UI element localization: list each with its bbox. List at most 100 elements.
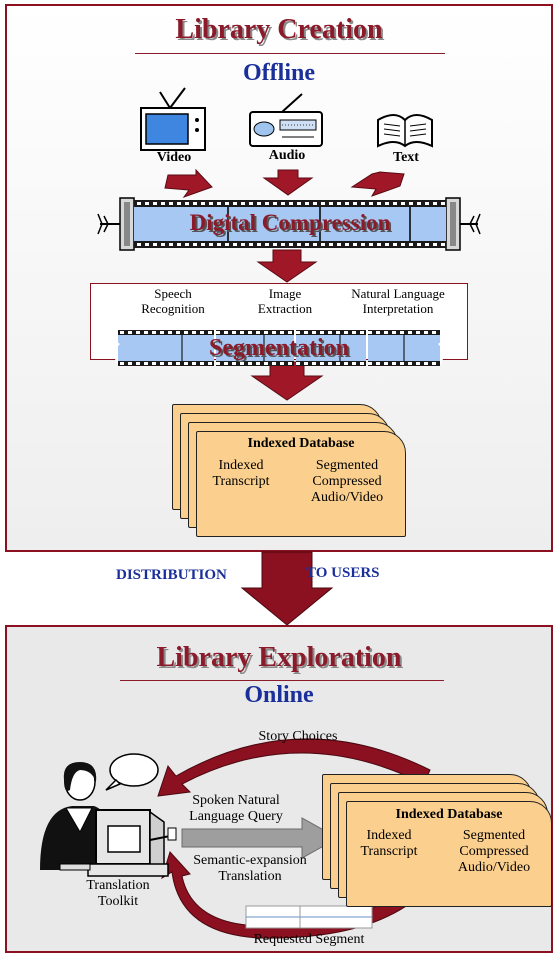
film-sprocket-hole: [369, 202, 373, 205]
film-sprocket-hole: [153, 243, 157, 246]
film-sprocket-hole: [289, 243, 293, 246]
film-sprocket-hole: [368, 331, 372, 334]
film-sprocket-hole: [369, 243, 373, 246]
video-label: Video: [156, 150, 192, 165]
requested-segment-film: [245, 905, 373, 929]
film-sprocket-hole: [249, 243, 253, 246]
film-sprocket-hole: [184, 362, 188, 365]
text-label: Text: [393, 150, 419, 165]
user-at-computer-icon: [40, 753, 177, 877]
story-choices-arrow: [157, 738, 431, 797]
film-sprocket-hole: [120, 362, 124, 365]
query-label: Spoken Natural Language Query: [189, 793, 283, 824]
film-sprocket-hole: [257, 243, 261, 246]
film-sprocket-hole: [240, 362, 244, 365]
film-sprocket-hole: [336, 331, 340, 334]
film-sprocket-hole: [120, 331, 124, 334]
book-icon: [377, 114, 433, 148]
film-sprocket-hole: [201, 243, 205, 246]
video-arrow: [164, 168, 213, 199]
film-sprocket-hole: [321, 243, 325, 246]
film-sprocket-hole: [145, 202, 149, 205]
film-sprocket-hole: [144, 362, 148, 365]
film-sprocket-hole: [288, 362, 292, 365]
film-sprocket-hole: [417, 202, 421, 205]
film-sprocket-hole: [361, 202, 365, 205]
online-label: Online: [244, 682, 314, 708]
compression-down-arrow: [256, 249, 318, 283]
film-sprocket-hole: [296, 331, 300, 334]
audio-label: Audio: [268, 148, 306, 163]
film-sprocket-hole: [353, 243, 357, 246]
film-sprocket-hole: [160, 331, 164, 334]
semantic-expansion-label: Semantic-expansion Translation: [193, 853, 307, 884]
film-sprocket-hole: [368, 362, 372, 365]
film-sprocket-hole: [433, 202, 437, 205]
film-sprocket-hole: [233, 243, 237, 246]
film-sprocket-hole: [384, 331, 388, 334]
film-sprocket-hole: [265, 243, 269, 246]
film-sprocket-hole: [417, 243, 421, 246]
film-sprocket-hole: [256, 362, 260, 365]
film-sprocket-hole: [216, 362, 220, 365]
text-arrow: [350, 171, 405, 197]
database-indexed-transcript: Indexed Transcript: [212, 458, 270, 489]
film-sprocket-hole: [209, 202, 213, 205]
film-sprocket-hole: [441, 243, 445, 246]
film-sprocket-hole: [321, 202, 325, 205]
film-sprocket-hole: [409, 243, 413, 246]
film-sprocket-hole: [409, 202, 413, 205]
film-sprocket-hole: [217, 202, 221, 205]
film-sprocket-hole: [425, 202, 429, 205]
film-sprocket-hole: [432, 362, 436, 365]
film-sprocket-hole: [241, 243, 245, 246]
film-sprocket-hole: [416, 331, 420, 334]
film-sprocket-hole: [385, 202, 389, 205]
film-sprocket-hole: [137, 202, 141, 205]
digital-compression-label: Digital Compression: [189, 210, 391, 235]
film-sprocket-hole: [168, 331, 172, 334]
library-exploration-title: Library Exploration: [156, 642, 402, 673]
online-database-indexed-transcript: Indexed Transcript: [360, 828, 418, 859]
film-sprocket-hole: [328, 331, 332, 334]
film-sprocket-hole: [265, 202, 269, 205]
film-sprocket-hole: [169, 202, 173, 205]
database-segmented-audio-video: Segmented Compressed Audio/Video: [310, 458, 384, 505]
process-natural-language-interpretation: Natural Language Interpretation: [351, 286, 445, 316]
film-sprocket-hole: [408, 362, 412, 365]
exploration-title-underline: [120, 680, 444, 681]
query-arrow: [181, 817, 340, 859]
database-card-front: [196, 431, 406, 537]
film-sprocket-hole: [248, 331, 252, 334]
film-sprocket-hole: [337, 202, 341, 205]
film-sprocket-hole: [264, 362, 268, 365]
film-sprocket-hole: [176, 362, 180, 365]
film-sprocket-hole: [377, 243, 381, 246]
film-sprocket-hole: [185, 202, 189, 205]
film-sprocket-hole: [272, 331, 276, 334]
film-sprocket-hole: [392, 362, 396, 365]
film-sprocket-hole: [320, 362, 324, 365]
film-sprocket-hole: [224, 331, 228, 334]
online-database-card-front: [346, 801, 552, 907]
film-sprocket-hole: [281, 243, 285, 246]
film-sprocket-hole: [344, 362, 348, 365]
film-sprocket-hole: [208, 362, 212, 365]
film-sprocket-hole: [400, 362, 404, 365]
film-sprocket-hole: [345, 243, 349, 246]
film-sprocket-hole: [401, 243, 405, 246]
film-sprocket-hole: [200, 331, 204, 334]
film-sprocket-hole: [344, 331, 348, 334]
film-sprocket-hole: [177, 202, 181, 205]
film-sprocket-hole: [152, 362, 156, 365]
film-sprocket-hole: [193, 202, 197, 205]
distribution-label-left: DISTRIBUTION: [116, 567, 227, 583]
film-sprocket-hole: [273, 243, 277, 246]
film-sprocket-hole: [161, 243, 165, 246]
process-speech-recognition: Speech Recognition: [141, 286, 205, 316]
film-sprocket-hole: [393, 202, 397, 205]
film-sprocket-hole: [264, 331, 268, 334]
film-sprocket-hole: [401, 202, 405, 205]
online-database-title: Indexed Database: [395, 807, 503, 822]
film-sprocket-hole: [136, 331, 140, 334]
